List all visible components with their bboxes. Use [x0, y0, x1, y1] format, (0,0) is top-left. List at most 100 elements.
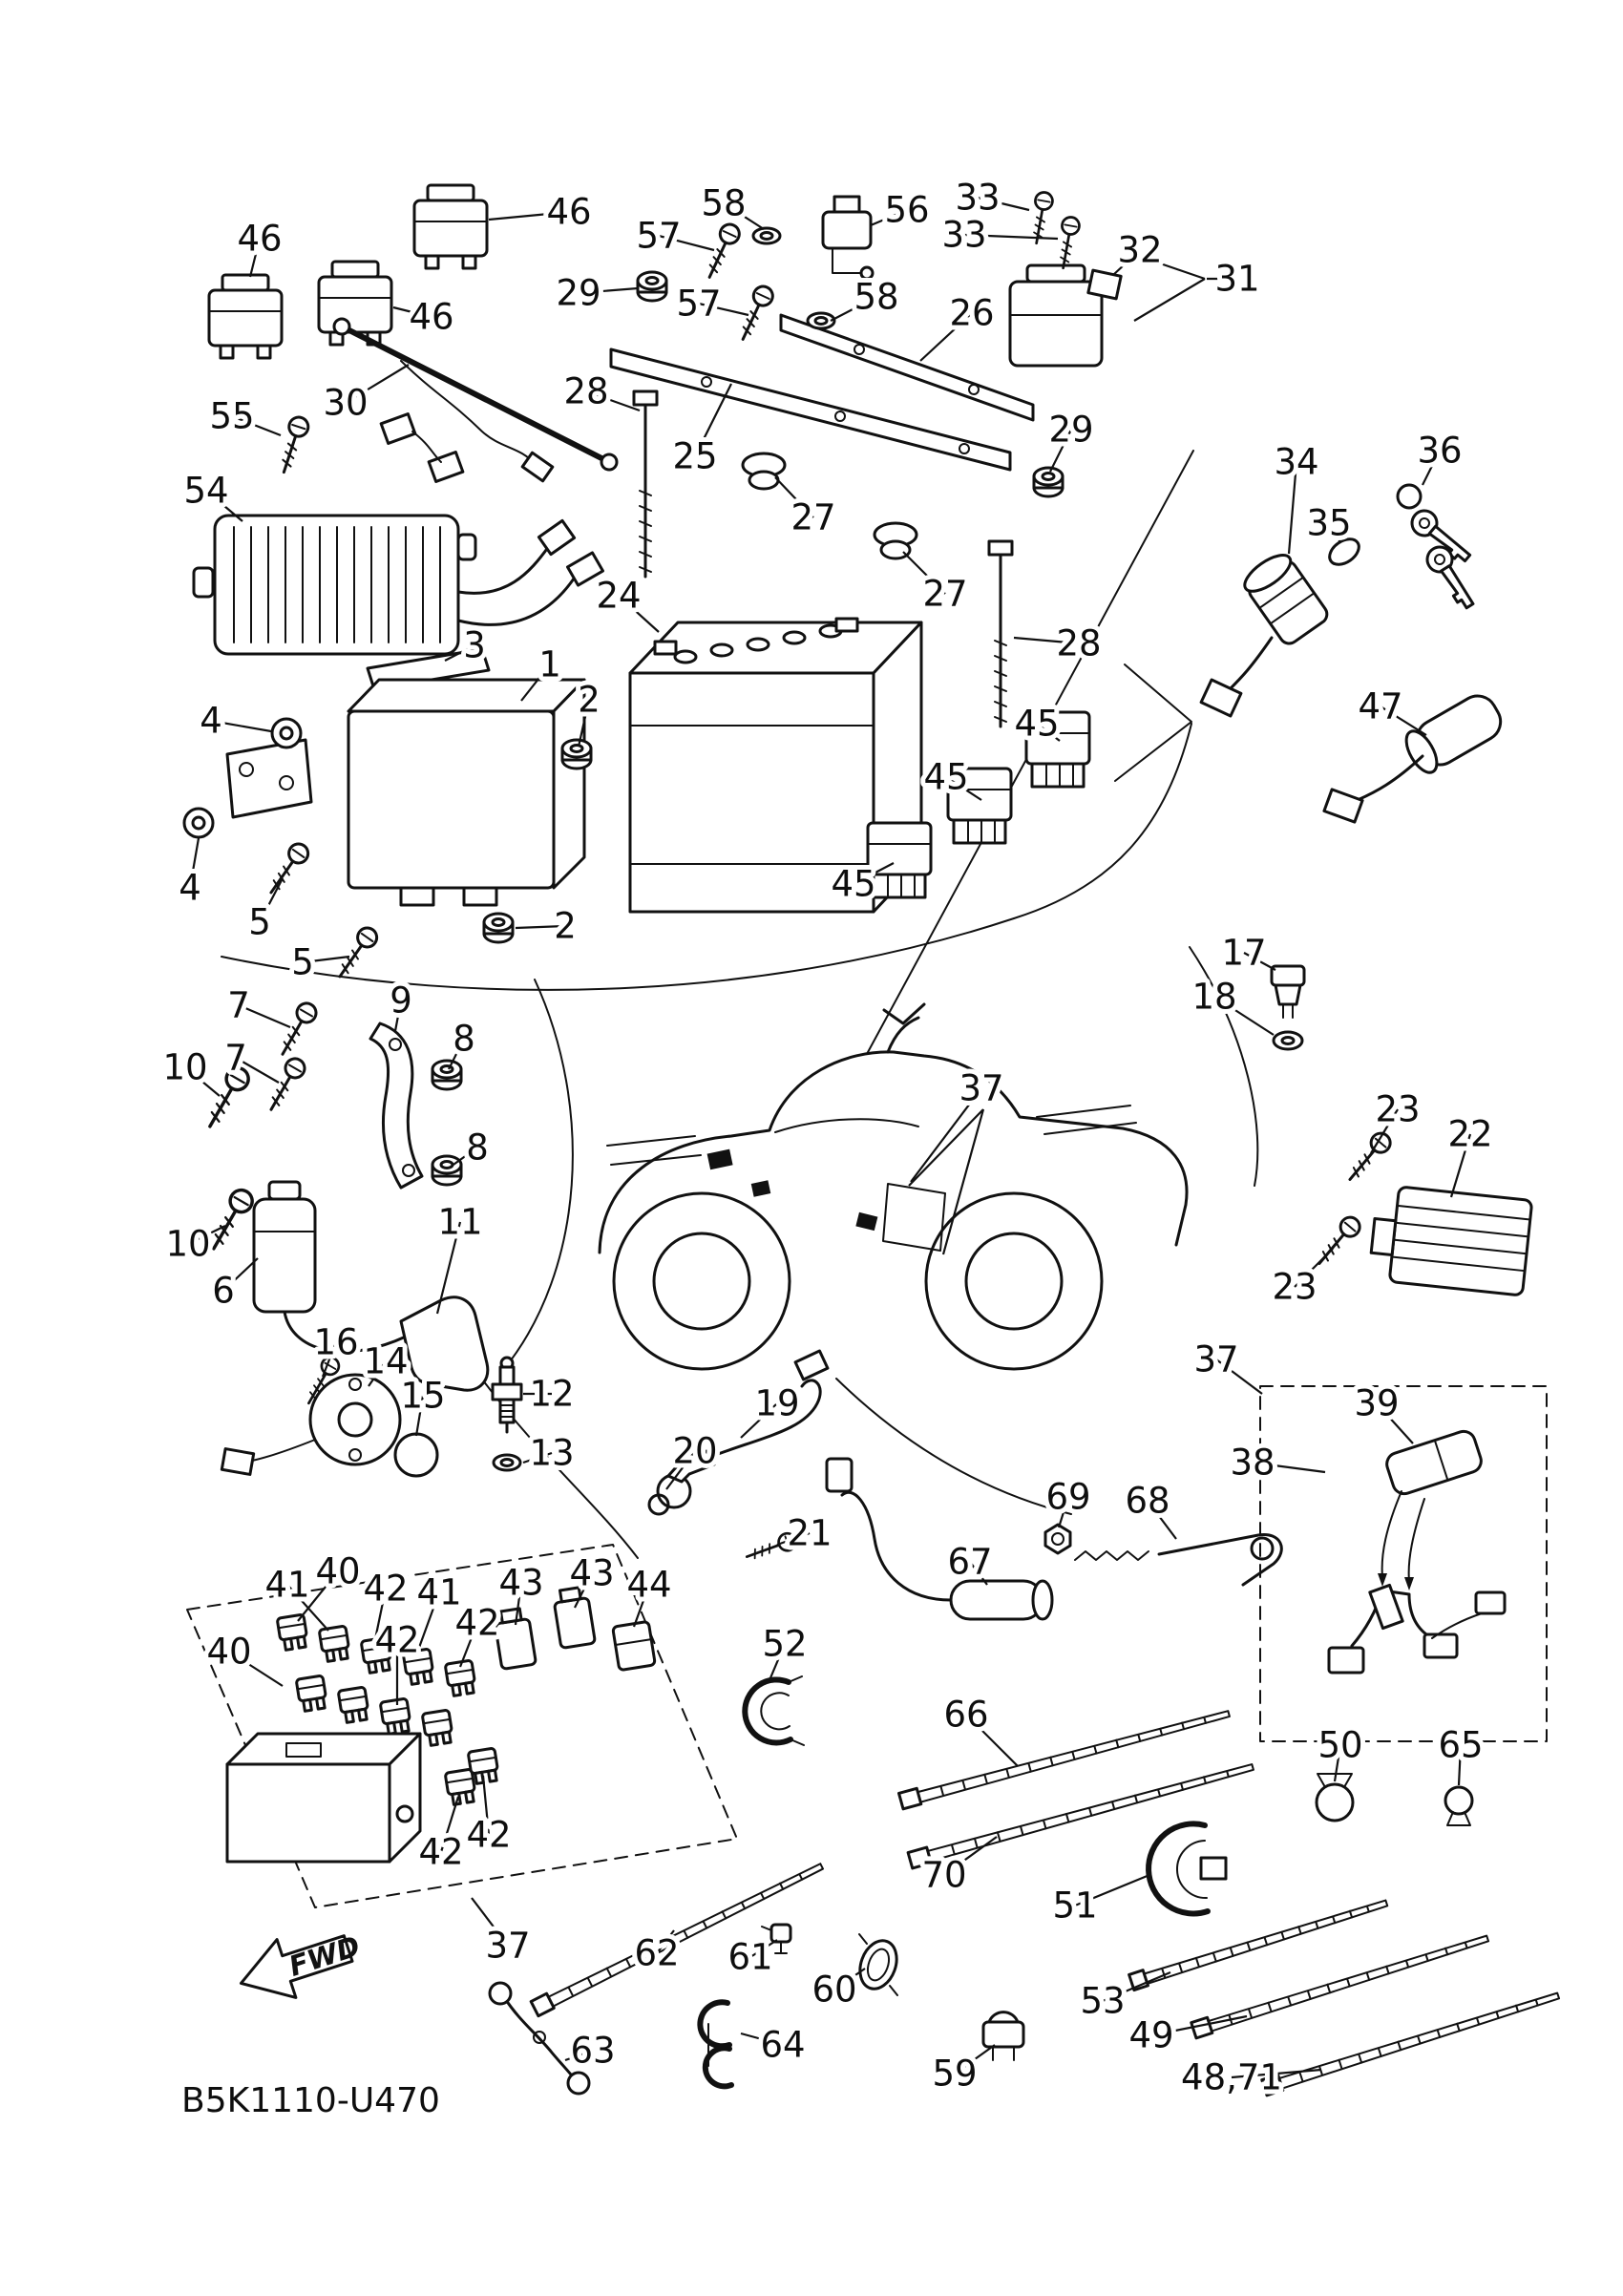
callout-leader-70 [943, 1836, 998, 1876]
callout-leader-37 [471, 1897, 509, 1947]
callout-leader-5 [302, 955, 350, 964]
callout-27: 27 [922, 574, 967, 615]
callout-leader-17 [1243, 952, 1276, 971]
callout-leader-10 [187, 1225, 226, 1245]
callout-leader-7 [238, 1003, 291, 1029]
callout-leader-23 [1370, 1108, 1399, 1154]
callout-leader-36 [1422, 450, 1441, 486]
callout-45: 45 [923, 757, 968, 798]
callout-33: 33 [941, 215, 986, 256]
callout-42: 42 [454, 1603, 499, 1644]
callout-18: 18 [1191, 977, 1236, 1018]
clamp-50 [1315, 1773, 1355, 1822]
callout-leader-16 [321, 1341, 338, 1378]
callout-leader-8 [448, 1038, 465, 1070]
callout-leader-40 [228, 1651, 284, 1687]
callout-28: 28 [1056, 623, 1101, 664]
callout-leader-33 [963, 233, 1059, 241]
callout-42: 42 [418, 1832, 463, 1873]
callout-leader-57 [658, 234, 715, 252]
callout-62: 62 [634, 1933, 679, 1974]
atv-vehicle [598, 1002, 1189, 1371]
callout-14: 14 [363, 1341, 408, 1382]
callout-leader-7 [235, 1057, 280, 1084]
callout-leader-26 [919, 312, 973, 362]
callout-leader-48-71 [1231, 2068, 1322, 2079]
callout-leader-43 [514, 1582, 523, 1626]
callout-17: 17 [1221, 933, 1266, 974]
band-63 [488, 1981, 591, 2096]
callout-leader-52 [768, 1643, 787, 1681]
sub-harness-box-37-38-39 [1259, 1385, 1548, 1742]
callout-10: 10 [162, 1047, 207, 1088]
stay-rod-30 [332, 317, 619, 483]
callout-65: 65 [1438, 1725, 1483, 1766]
thermo-sensor-17-18 [1270, 964, 1306, 1051]
callout-leader-24 [618, 595, 660, 633]
callout-leader-54 [205, 490, 243, 522]
clamp-60 [858, 1933, 898, 1996]
callout-24: 24 [596, 576, 641, 617]
callout-23: 23 [1272, 1267, 1317, 1308]
callout-43: 43 [498, 1563, 543, 1604]
callout-leader-39 [1376, 1402, 1414, 1444]
callout-leader-21 [776, 1531, 811, 1547]
starter-cable-67-68-69 [825, 1457, 1283, 1621]
callout-leader-38 [1252, 1461, 1326, 1474]
callout-leader-27 [774, 476, 814, 518]
callout-leader-50 [1333, 1744, 1342, 1782]
callout-37: 37 [1193, 1339, 1238, 1380]
callout-leader-1 [520, 664, 551, 702]
callout-leader-6 [222, 1257, 259, 1292]
callout-leader-58 [723, 202, 765, 230]
callout-leader-28 [1013, 636, 1080, 645]
callout-35: 35 [1306, 503, 1351, 544]
callout-leader-58 [830, 296, 877, 322]
callout-34: 34 [1274, 442, 1318, 483]
callout-3: 3 [463, 625, 486, 666]
callout-leader-42 [481, 1775, 491, 1836]
callout-46: 46 [546, 192, 591, 233]
callout-leader-42 [439, 1796, 460, 1853]
callout-55: 55 [209, 396, 254, 437]
callout-leader-23 [1294, 1248, 1334, 1288]
voltage-regulator-54 [192, 514, 604, 656]
callout-leader-8 [450, 1147, 478, 1168]
callout-leader-30 [345, 364, 410, 404]
callout-leader-35 [1328, 522, 1341, 543]
callout-2: 2 [578, 680, 601, 721]
callout-19: 19 [754, 1383, 799, 1424]
callout-33: 33 [955, 178, 1000, 219]
rectifier-22-23 [1310, 1127, 1533, 1296]
callout-leader-51 [1074, 1873, 1150, 1907]
callout-7: 7 [227, 985, 250, 1026]
callout-56: 56 [884, 190, 929, 231]
callout-54: 54 [183, 471, 228, 512]
callout-41: 41 [416, 1572, 461, 1613]
callout-1: 1 [538, 644, 561, 685]
callout-64: 64 [760, 2025, 805, 2066]
callout-45: 45 [1014, 704, 1059, 745]
callout-leader-2 [515, 924, 566, 930]
callout-61: 61 [727, 1937, 772, 1978]
wire-harness-connectors [379, 412, 465, 483]
fuse-box-area-37-40-44 [186, 1544, 738, 1908]
callout-16: 16 [313, 1322, 358, 1363]
callout-leader-2 [577, 699, 591, 748]
callout-leader-42 [458, 1622, 479, 1668]
callout-leader-4 [210, 719, 272, 733]
callout-leader-69 [1057, 1496, 1070, 1528]
cdi-unit-1-and-bracket-3 [182, 647, 593, 984]
callout-30: 30 [323, 383, 368, 424]
callout-leader-46 [488, 210, 570, 221]
callout-leader-28 [585, 390, 641, 412]
callout-42: 42 [363, 1569, 408, 1610]
callout-51: 51 [1052, 1885, 1097, 1927]
callout-60: 60 [812, 1970, 856, 2011]
callout-22: 22 [1447, 1114, 1492, 1155]
callout-69: 69 [1045, 1477, 1090, 1518]
callout-63: 63 [570, 2031, 615, 2072]
callout-10: 10 [165, 1224, 210, 1265]
callout-leader-9 [393, 1000, 403, 1032]
